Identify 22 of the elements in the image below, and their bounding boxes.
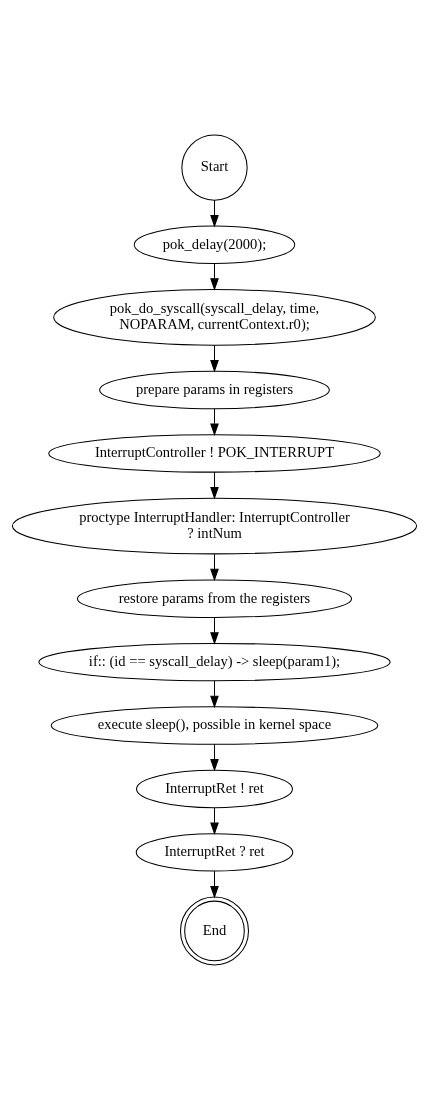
node-ellipse: prepare params in registers (99, 370, 330, 409)
node-ellipse: pok_do_syscall(syscall_delay, time, NOPARAM, currentContext.r0); (53, 288, 376, 346)
arrow (210, 806, 219, 835)
arrow (210, 616, 219, 645)
node-ellipse: execute sleep(), possible in kernel space (50, 705, 379, 745)
node-ellipse: InterruptController ! POK_INTERRUPT (48, 433, 381, 473)
node-circle: End (180, 895, 249, 965)
node-ellipse: restore params from the registers (76, 578, 353, 618)
arrow (210, 407, 219, 436)
arrow (210, 870, 219, 898)
arrow (210, 743, 219, 772)
arrow (210, 679, 219, 708)
node-ellipse: pok_delay(2000); (133, 225, 296, 264)
arrow (210, 471, 219, 499)
arrow (210, 199, 219, 227)
arrow (210, 344, 219, 373)
node-ellipse: InterruptRet ? ret (135, 832, 294, 872)
node-ellipse: proctype InterruptHandler: InterruptController ? intNum (11, 497, 418, 554)
node-ellipse: InterruptRet ! ret (136, 769, 293, 808)
node-circle: Start (181, 133, 248, 201)
arrow (210, 553, 219, 581)
node-ellipse: if:: (id == syscall_delay) -> sleep(param1); (38, 642, 391, 681)
